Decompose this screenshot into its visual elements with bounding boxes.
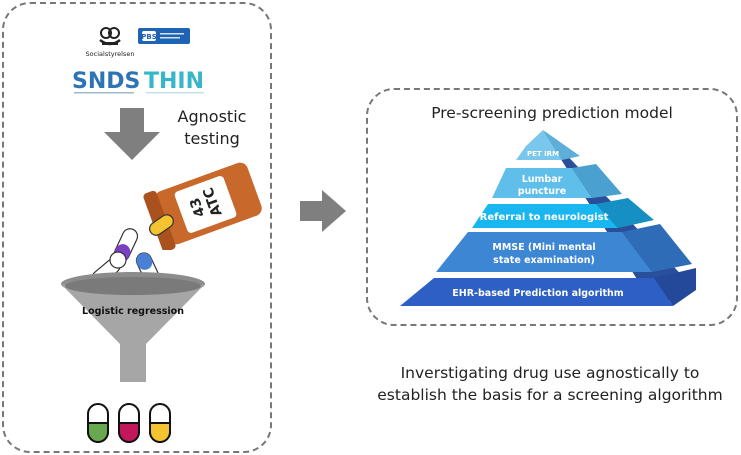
pyramid-level-referral xyxy=(472,204,618,228)
bottle-label-number: 43 xyxy=(187,195,209,219)
pyramid-level-ehr xyxy=(400,278,673,306)
falling-capsule-yellow xyxy=(149,214,174,236)
model-title: Pre-screening prediction model xyxy=(431,104,673,122)
pyramid-label-mmse-2: state examination) xyxy=(493,255,595,266)
data-source-logos-bottom: SNDS THIN xyxy=(72,69,204,94)
funnel-label: Logistic regression xyxy=(82,306,184,317)
caption-line-2: establish the basis for a screening algo… xyxy=(377,386,723,404)
pill-bottle: 43 ATC xyxy=(143,162,262,250)
right-panel xyxy=(366,88,738,326)
pyramid-label-lumbar-2: puncture xyxy=(518,186,566,197)
pyramid: PET IRM Lumbar puncture Referral to neur… xyxy=(400,130,696,306)
pyramid-label-lumbar-1: Lumbar xyxy=(522,174,563,185)
caption: Inverstigating drug use agnostically to … xyxy=(340,362,741,406)
left-panel xyxy=(2,2,272,453)
agnostic-testing-label: Agnostic testing xyxy=(162,106,262,150)
agnostic-line-1: Agnostic xyxy=(177,107,247,126)
output-pill-yellow xyxy=(149,403,171,443)
pyramid-label-top: PET IRM xyxy=(527,150,559,158)
pyramid-level-mmse xyxy=(436,232,652,272)
thin-logo: THIN xyxy=(144,69,204,94)
funnel: Logistic regression xyxy=(61,272,205,382)
round-pill xyxy=(109,251,127,269)
output-pill-green xyxy=(87,403,109,443)
down-arrow xyxy=(104,108,160,160)
pbs-mark: PBS xyxy=(141,33,157,41)
agnostic-line-2: testing xyxy=(184,129,240,148)
pbs-logo: PBS xyxy=(138,28,190,44)
snds-logo: SNDS xyxy=(72,69,140,94)
pyramid-label-referral: Referral to neurologist xyxy=(480,212,609,223)
caption-line-1: Inverstigating drug use agnostically to xyxy=(400,364,700,382)
socialstyrelsen-text: Socialstyrelsen xyxy=(86,50,135,58)
data-source-logos-top: Socialstyrelsen PBS xyxy=(86,27,190,58)
pyramid-level-top xyxy=(516,130,562,160)
pyramid-label-mmse-1: MMSE (Mini mental xyxy=(492,242,595,253)
pyramid-level-lumbar xyxy=(492,168,592,198)
right-arrow xyxy=(300,190,346,232)
output-pills xyxy=(87,403,171,443)
socialstyrelsen-logo: Socialstyrelsen xyxy=(86,27,135,58)
output-pill-magenta xyxy=(118,403,140,443)
pyramid-label-ehr: EHR-based Prediction algorithm xyxy=(452,288,624,299)
